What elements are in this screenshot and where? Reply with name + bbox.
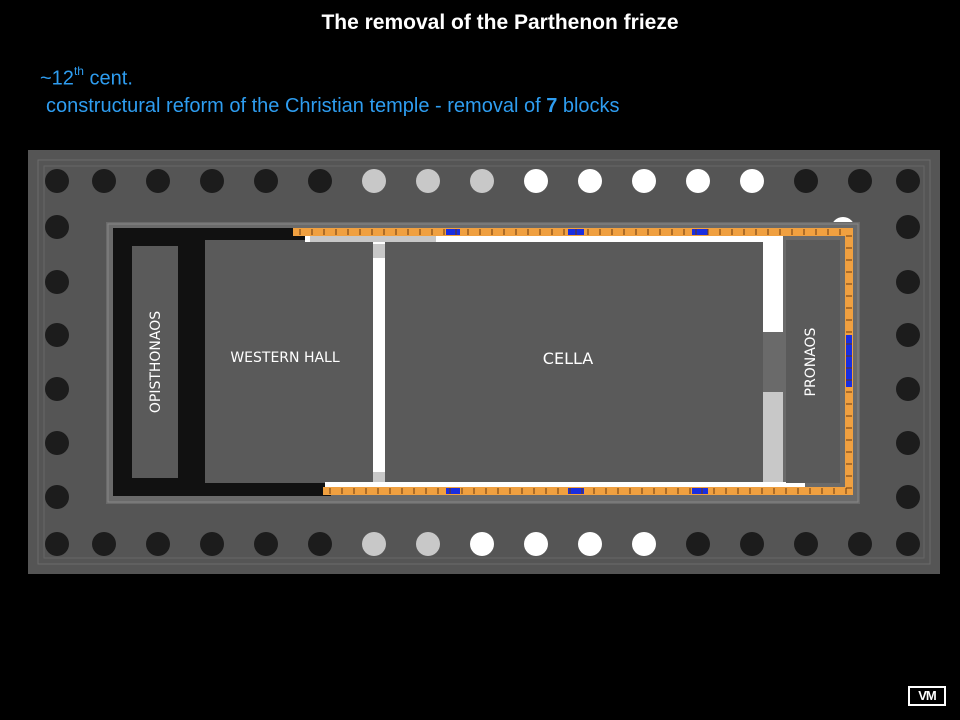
western-hall-label: WESTERN HALL	[230, 350, 340, 366]
column-east	[896, 323, 920, 347]
column-west	[45, 377, 69, 401]
date-prefix: ~12	[40, 67, 74, 90]
pronaos-label: PRONAOS	[803, 327, 819, 396]
column-west	[45, 485, 69, 509]
cella-north-wall	[305, 234, 783, 242]
opisthonaos-room	[132, 246, 178, 478]
wall-opening-bottom	[373, 472, 385, 482]
column-north	[686, 169, 710, 193]
column-north	[848, 169, 872, 193]
column-east	[896, 485, 920, 509]
column-south	[896, 532, 920, 556]
north-wall-grey	[310, 234, 436, 242]
opisthonaos-label: OPISTHONAOS	[148, 311, 164, 413]
column-south	[254, 532, 278, 556]
column-north	[416, 169, 440, 193]
column-south	[308, 532, 332, 556]
column-south	[794, 532, 818, 556]
date-superscript: th	[73, 64, 84, 78]
vm-logo: VM	[908, 686, 946, 706]
column-south	[92, 532, 116, 556]
column-north	[146, 169, 170, 193]
frieze-blocks	[293, 228, 853, 495]
frieze-south	[323, 487, 853, 495]
removed-blocks-count: 7	[546, 95, 558, 117]
pronaos-anta-north	[763, 236, 783, 332]
cella-label: CELLA	[543, 349, 593, 368]
column-north	[794, 169, 818, 193]
column-north	[200, 169, 224, 193]
column-south	[416, 532, 440, 556]
removed-block	[692, 229, 708, 235]
cella-room	[385, 240, 763, 483]
date-suffix: cent.	[83, 67, 133, 90]
dividing-wall	[373, 238, 385, 484]
column-north	[470, 169, 494, 193]
column-west	[45, 431, 69, 455]
column-west	[45, 215, 69, 239]
removed-block	[846, 335, 852, 387]
column-south	[45, 532, 69, 556]
column-south	[146, 532, 170, 556]
column-north	[524, 169, 548, 193]
pronaos-anta-south	[763, 392, 783, 482]
date-line: ~12th cent.	[40, 64, 133, 91]
reform-tail: blocks	[557, 95, 620, 117]
column-south	[686, 532, 710, 556]
column-north	[740, 169, 764, 193]
column-south	[632, 532, 656, 556]
column-north	[632, 169, 656, 193]
removed-block	[446, 229, 460, 235]
column-east	[896, 431, 920, 455]
removed-block	[446, 488, 460, 494]
column-north	[92, 169, 116, 193]
slide-title: The removal of the Parthenon frieze	[321, 11, 679, 34]
column-north	[308, 169, 332, 193]
column-north	[578, 169, 602, 193]
column-south	[578, 532, 602, 556]
stylobate-step	[37, 159, 931, 565]
column-south	[470, 532, 494, 556]
stylobate-step-inner	[43, 165, 925, 559]
column-east	[896, 215, 920, 239]
column-north	[896, 169, 920, 193]
removed-block	[568, 488, 584, 494]
column-south	[740, 532, 764, 556]
column-east	[896, 377, 920, 401]
reform-line: constructural reform of the Christian te…	[46, 95, 620, 118]
column-west	[45, 270, 69, 294]
western-hall-room	[205, 240, 373, 483]
naos-outline	[107, 223, 859, 503]
pronaos-room	[786, 240, 840, 483]
column-south	[362, 532, 386, 556]
reform-text: constructural reform of the Christian te…	[46, 95, 547, 117]
column-north	[254, 169, 278, 193]
wall-opening-top	[373, 244, 385, 258]
column-south	[848, 532, 872, 556]
cella-south-wall	[325, 482, 805, 490]
column-east	[896, 270, 920, 294]
column-north	[45, 169, 69, 193]
column-west	[45, 323, 69, 347]
column-north	[362, 169, 386, 193]
frieze-block-joints	[299, 229, 852, 494]
removed-block	[692, 488, 708, 494]
column-south	[524, 532, 548, 556]
column-south	[200, 532, 224, 556]
